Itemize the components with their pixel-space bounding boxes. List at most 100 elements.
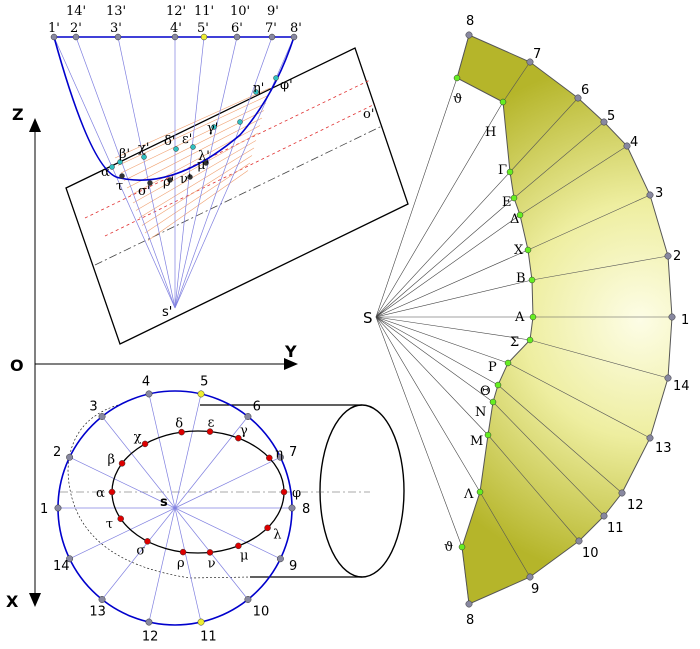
section-label: ν' xyxy=(180,172,191,187)
outer-point xyxy=(526,573,534,581)
x-axis-label: X xyxy=(6,592,19,611)
section-point xyxy=(237,119,243,125)
apex-label-top: s' xyxy=(162,305,172,320)
development-points xyxy=(453,31,676,608)
plan-ray xyxy=(69,507,176,560)
section-curve xyxy=(53,36,295,181)
cutting-plane-outline xyxy=(65,47,409,345)
outer-label: 8 xyxy=(466,613,474,628)
ellipse-label: η xyxy=(275,446,283,461)
inner-point xyxy=(528,276,536,284)
ellipse-label: β xyxy=(107,453,115,468)
outer-point xyxy=(600,512,608,520)
circle-point xyxy=(197,618,205,626)
inner-point xyxy=(494,381,502,389)
plan-ray xyxy=(174,507,281,560)
section-label: β' xyxy=(119,147,130,162)
elevation-ray xyxy=(174,36,238,309)
y-axis-arrow xyxy=(284,358,298,370)
ellipse-label: σ xyxy=(136,543,145,558)
inner-point xyxy=(524,246,532,254)
section-point xyxy=(187,174,193,180)
apex-label-plan: s xyxy=(160,495,168,510)
plan-rays xyxy=(58,393,292,623)
section-label: χ' xyxy=(138,141,149,156)
base-point xyxy=(200,33,208,41)
plan-ray xyxy=(174,393,202,509)
inner-label: Σ xyxy=(510,335,519,350)
inner-label: A xyxy=(514,310,525,325)
inner-point xyxy=(489,398,497,406)
base-label: 14' xyxy=(66,4,86,19)
inner-point xyxy=(526,336,534,344)
hatch-line xyxy=(138,147,255,219)
inner-point xyxy=(499,98,507,106)
plan-ray xyxy=(148,393,176,509)
inner-point xyxy=(529,313,537,321)
plane-trace-line xyxy=(84,79,371,219)
inner-label: P xyxy=(488,360,497,375)
development-ray xyxy=(375,197,515,318)
elevation-ray xyxy=(75,36,176,309)
plan-ray xyxy=(174,416,249,509)
outer-point xyxy=(646,191,654,199)
section-point xyxy=(190,144,196,150)
ellipse-label: ε xyxy=(208,416,215,431)
outer-label: 1 xyxy=(681,313,689,328)
y-axis-label: Y xyxy=(284,342,297,361)
base-point xyxy=(50,33,58,41)
generator-line xyxy=(479,491,531,578)
circle-point xyxy=(244,413,252,420)
ellipse-point xyxy=(118,460,126,467)
circle-label: 10 xyxy=(253,604,270,619)
hatch-line xyxy=(147,170,249,241)
developed-surface xyxy=(456,34,673,605)
development-ray xyxy=(375,316,499,386)
inner-label: X xyxy=(514,243,524,258)
outer-point xyxy=(664,374,672,382)
circle-point xyxy=(276,453,284,461)
elevation-rays xyxy=(53,36,295,309)
section-point xyxy=(211,124,217,130)
section-label: λ' xyxy=(198,149,210,164)
circle-point xyxy=(276,555,284,563)
circle-label: 13 xyxy=(89,604,106,619)
inner-point xyxy=(453,74,461,82)
outer-label: 4 xyxy=(630,135,638,150)
generator-line xyxy=(513,121,605,199)
outer-point xyxy=(668,313,676,321)
outer-label: 3 xyxy=(655,186,663,201)
base-label: 2' xyxy=(70,21,82,36)
section-label: δ' xyxy=(164,134,175,149)
outer-point xyxy=(575,537,583,545)
generator-line xyxy=(497,384,623,494)
section-point xyxy=(119,173,125,179)
inner-label: B xyxy=(516,271,526,286)
generator-line xyxy=(461,546,470,605)
development-ray xyxy=(375,316,481,493)
generator-line xyxy=(507,362,651,439)
section-point xyxy=(109,164,115,170)
elevation-ray xyxy=(174,36,273,309)
ellipse-point xyxy=(206,549,214,556)
section-label: γ' xyxy=(207,121,218,136)
base-label: 3' xyxy=(110,21,122,36)
base-label: 13' xyxy=(106,4,126,19)
elevation-labels: 1'14'2'13'3'12'4'11'5'10'6'9'7'8'ατβ'σ'χ… xyxy=(48,4,302,199)
inner-label: E xyxy=(502,195,512,210)
section-point xyxy=(147,180,153,186)
outer-label: 2 xyxy=(673,249,681,264)
section-label: φ' xyxy=(280,78,293,93)
generator-line xyxy=(456,34,470,79)
generator-line xyxy=(529,339,669,379)
ellipse-point xyxy=(108,488,116,496)
origin-label: O xyxy=(10,356,24,375)
cylinder-end xyxy=(319,404,405,578)
apex-label-development: S xyxy=(363,309,373,327)
section-label: σ' xyxy=(138,184,150,199)
circle-label: 1 xyxy=(40,502,48,517)
circle-point xyxy=(288,504,296,512)
